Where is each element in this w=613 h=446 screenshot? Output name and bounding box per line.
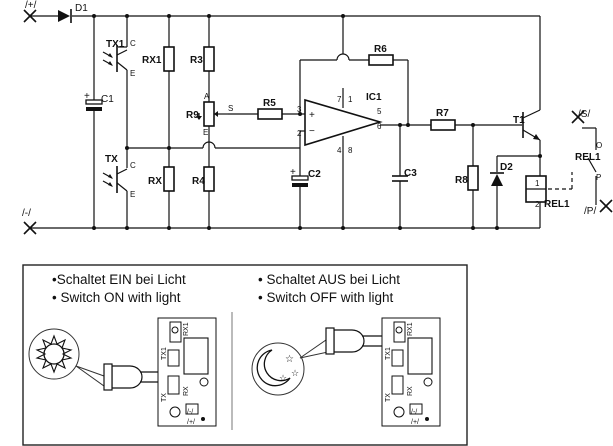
svg-text:/-/: /-/	[22, 208, 31, 219]
svg-text:4: 4	[337, 146, 342, 155]
svg-text:R5: R5	[263, 98, 276, 109]
plus-terminal: /+/	[23, 0, 37, 23]
svg-text:RX1: RX1	[142, 55, 162, 66]
legend-left-line2: • Switch ON with light	[52, 290, 181, 305]
relay-contact-rel1: REL1 O P	[575, 127, 602, 205]
svg-text:7: 7	[337, 95, 342, 104]
svg-text:REL1: REL1	[544, 199, 570, 210]
svg-text:S: S	[228, 104, 233, 113]
svg-text:/+/: /+/	[411, 419, 419, 426]
svg-text:O: O	[596, 141, 602, 150]
pcb-left: TX1 TX RX1 RX /-/ /+/	[157, 317, 217, 427]
resistor-r8: R8	[455, 125, 479, 228]
phototransistor-tx1: TX1 C E	[102, 16, 136, 148]
svg-text:5: 5	[377, 107, 382, 116]
resistor-r4: R4	[192, 166, 215, 228]
svg-text:☆: ☆	[279, 374, 287, 384]
diode-d1: D1	[58, 3, 88, 23]
svg-text:☆: ☆	[291, 369, 299, 379]
potentiometer-r9: R9 A E S	[186, 92, 233, 167]
legend-right-line2: • Switch OFF with light	[258, 290, 394, 305]
phototransistor-tx: TX C E	[102, 148, 136, 228]
svg-text:RX: RX	[183, 386, 190, 396]
resistor-rx: RX	[148, 166, 175, 228]
svg-text:R4: R4	[192, 176, 205, 187]
resistor-r3: R3	[190, 16, 215, 102]
svg-text:/P/: /P/	[584, 206, 596, 217]
svg-text:R7: R7	[436, 108, 449, 119]
svg-text:/-/: /-/	[187, 409, 193, 416]
svg-text:C1: C1	[101, 94, 114, 105]
svg-text:C2: C2	[308, 169, 321, 180]
svg-text:REL1: REL1	[575, 152, 601, 163]
pcb-right: TX1 TX RX1 RX /-/ /+/	[381, 317, 441, 427]
svg-text:RX1: RX1	[183, 322, 190, 336]
sun-icon	[28, 328, 80, 380]
svg-text:C3: C3	[404, 168, 417, 179]
svg-text:D1: D1	[75, 3, 88, 14]
svg-text:+: +	[309, 110, 315, 121]
svg-text:D2: D2	[500, 162, 513, 173]
svg-text:/+/: /+/	[25, 0, 37, 11]
svg-text:C: C	[130, 39, 136, 48]
svg-text:+: +	[290, 167, 296, 178]
svg-text:E: E	[203, 128, 208, 137]
svg-text:R6: R6	[374, 44, 387, 55]
svg-text:P: P	[596, 173, 601, 182]
diode-d2: D2	[490, 155, 540, 228]
svg-text:R8: R8	[455, 175, 468, 186]
svg-text:/S/: /S/	[578, 109, 590, 120]
resistor-r6: R6	[299, 44, 409, 125]
moon-icon: ☆ ☆ ☆	[251, 342, 305, 396]
svg-text:8: 8	[348, 146, 353, 155]
opamp-ic1: IC1 + − 3 2 7 1 5 6 4 8	[297, 88, 383, 228]
capacitor-c2: + C2	[290, 131, 321, 228]
svg-text:TX1: TX1	[385, 347, 392, 360]
transistor-t1: T1	[513, 109, 541, 176]
svg-text:2: 2	[297, 129, 302, 138]
capacitor-c3: C3	[392, 125, 417, 228]
minus-terminal: /-/	[22, 208, 37, 235]
relay-coil-rel1: 1 2 REL1	[525, 172, 573, 228]
resistor-rx1: RX1	[142, 16, 175, 167]
svg-text:E: E	[130, 190, 135, 199]
capacitor-c1: + C1	[84, 16, 114, 228]
svg-text:1: 1	[535, 179, 540, 188]
top-rail	[30, 15, 541, 110]
svg-text:TX: TX	[385, 393, 392, 402]
svg-text:6: 6	[377, 122, 382, 131]
s-terminal: /S/	[571, 109, 590, 124]
svg-text:TX: TX	[105, 154, 118, 165]
svg-text:TX: TX	[161, 393, 168, 402]
svg-text:TX1: TX1	[106, 39, 125, 50]
svg-text:/-/: /-/	[411, 409, 417, 416]
svg-text:2: 2	[535, 200, 540, 209]
legend-right-line1: • Schaltet AUS bei Licht	[258, 272, 400, 287]
svg-text:R3: R3	[190, 55, 203, 66]
svg-text:TX1: TX1	[161, 347, 168, 360]
svg-text:1: 1	[348, 95, 353, 104]
resistor-r5: R5	[228, 98, 305, 120]
svg-text:IC1: IC1	[366, 92, 382, 103]
svg-text:RX1: RX1	[407, 322, 414, 336]
svg-text:C: C	[130, 161, 136, 170]
svg-text:E: E	[130, 69, 135, 78]
svg-text:RX: RX	[148, 176, 162, 187]
legend-left-line1: •Schaltet EIN bei Licht	[52, 272, 186, 287]
svg-text:/+/: /+/	[187, 419, 195, 426]
p-terminal: /P/	[584, 199, 613, 217]
svg-text:RX: RX	[407, 386, 414, 396]
svg-text:☆: ☆	[285, 354, 294, 365]
svg-text:R9: R9	[186, 110, 199, 121]
svg-text:T1: T1	[513, 115, 525, 126]
svg-text:+: +	[84, 91, 90, 102]
svg-text:−: −	[309, 126, 315, 137]
junction-dots	[92, 14, 542, 230]
svg-text:A: A	[204, 92, 210, 101]
resistor-r7: R7	[430, 108, 522, 131]
